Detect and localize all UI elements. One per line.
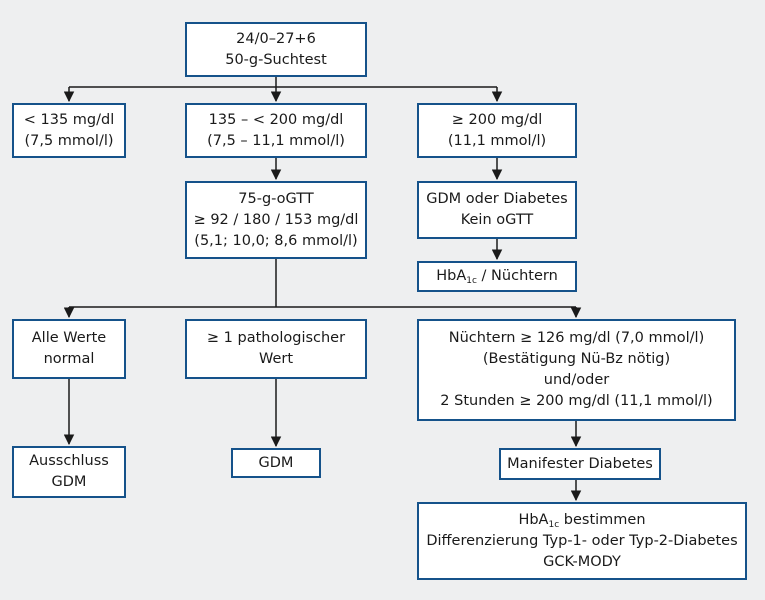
one-pathologic-box: ≥ 1 pathologischer Wert (185, 319, 367, 379)
all-normal-line2: normal (43, 351, 95, 367)
no-ogtt-label: Kein oGTT (460, 212, 534, 228)
high-result-mmol: (11,1 mmol/l) (447, 132, 547, 149)
exclusion-line2: GDM (51, 474, 87, 490)
mid-result-mgdl: 135 – < 200 mg/dl (208, 111, 344, 128)
exclusion-line1: Ausschluss (29, 453, 109, 469)
fasting-threshold: Nüchtern ≥ 126 mg/dl (7,0 mmol/l) (448, 330, 705, 346)
gdm-or-diabetes-box: GDM oder Diabetes Kein oGTT (417, 181, 577, 239)
all-normal-line1: Alle Werte (31, 330, 107, 346)
differentiation-label: Differenzierung Typ-1- oder Typ-2-Diabet… (426, 532, 738, 549)
gdm-box: GDM (231, 448, 321, 478)
all-normal-box: Alle Werte normal (12, 319, 126, 379)
high-result-box: ≥ 200 mg/dl (11,1 mmol/l) (417, 103, 577, 158)
hba1c-determine-box: HbA1c bestimmen Differenzierung Typ-1- o… (417, 502, 747, 580)
screening-test-label: 50-g-Suchtest (225, 51, 327, 68)
one-pathologic-line2: Wert (258, 351, 294, 367)
ogtt-thresholds-mmol: (5,1; 10,0; 8,6 mmol/l) (194, 232, 358, 249)
mid-result-box: 135 – < 200 mg/dl (7,5 – 11,1 mmol/l) (185, 103, 367, 158)
mid-result-mmol: (7,5 – 11,1 mmol/l) (207, 132, 345, 149)
hba1c-determine-line1: HbA1c bestimmen (518, 510, 645, 531)
low-result-mmol: (7,5 mmol/l) (24, 132, 114, 149)
hba1c-fasting-label: HbA1c / Nüchtern (436, 266, 558, 287)
fasting-confirmation-note: (Bestätigung Nü-Bz nötig) (482, 351, 671, 367)
exclusion-gdm-box: Ausschluss GDM (12, 446, 126, 498)
low-result-box: < 135 mg/dl (7,5 mmol/l) (12, 103, 126, 158)
fasting-criteria-box: Nüchtern ≥ 126 mg/dl (7,0 mmol/l) (Bestä… (417, 319, 736, 421)
hba1c-determine-prefix: HbA (518, 511, 549, 528)
one-pathologic-line1: ≥ 1 pathologischer (206, 330, 346, 346)
hba1c-fasting-box: HbA1c / Nüchtern (417, 261, 577, 292)
hba1c-determine-subscript: 1c (548, 519, 560, 530)
hba1c-subscript: 1c (466, 276, 477, 286)
ogtt-thresholds-mgdl: ≥ 92 / 180 / 153 mg/dl (193, 211, 359, 228)
screening-box: 24/0–27+6 50-g-Suchtest (185, 22, 367, 77)
manifest-diabetes-label: Manifester Diabetes (507, 455, 653, 472)
gck-mody-label: GCK-MODY (543, 553, 621, 570)
hba1c-determine-suffix: bestimmen (559, 511, 646, 528)
gdm-label: GDM (258, 454, 294, 471)
hba1c-prefix: HbA (436, 268, 467, 284)
low-result-mgdl: < 135 mg/dl (23, 111, 115, 128)
screening-week-range: 24/0–27+6 (236, 30, 316, 47)
high-result-mgdl: ≥ 200 mg/dl (451, 111, 543, 128)
ogtt-box: 75-g-oGTT ≥ 92 / 180 / 153 mg/dl (5,1; 1… (185, 181, 367, 259)
ogtt-title: 75-g-oGTT (238, 190, 314, 207)
manifest-diabetes-box: Manifester Diabetes (499, 448, 661, 480)
hba1c-fasting-suffix: / Nüchtern (476, 268, 558, 284)
gdm-or-diabetes-label: GDM oder Diabetes (426, 191, 568, 207)
two-hour-threshold: 2 Stunden ≥ 200 mg/dl (11,1 mmol/l) (440, 393, 713, 409)
and-or-label: und/oder (543, 372, 610, 388)
